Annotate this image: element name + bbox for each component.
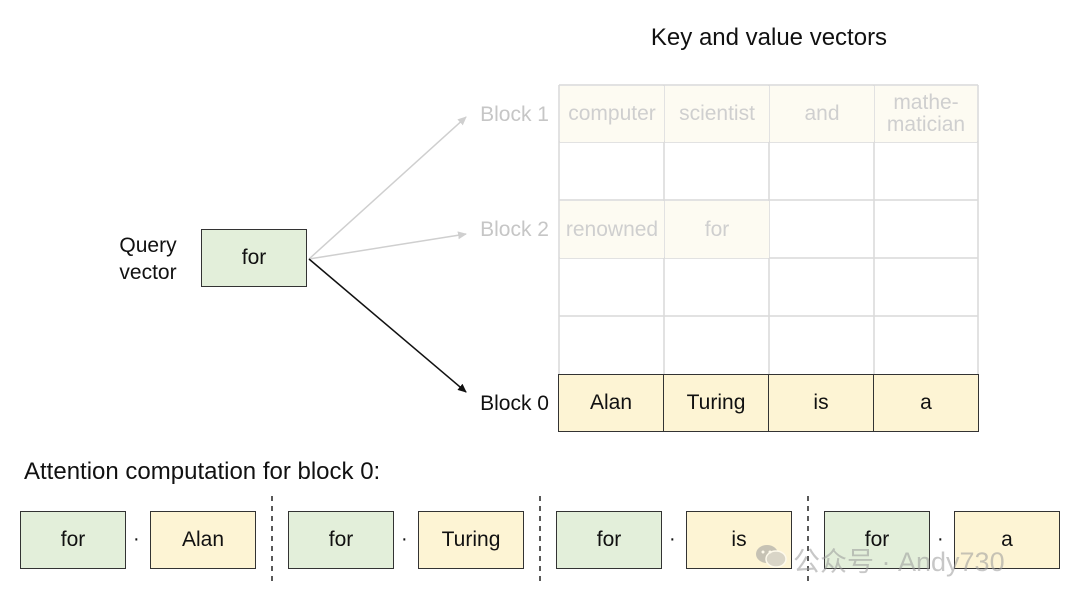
attention-key-box: Turing xyxy=(418,511,524,569)
key-value-grid: computer scientist and mathe- matician r… xyxy=(558,84,979,432)
attention-query-box: for xyxy=(288,511,394,569)
query-vector-label: Query vector xyxy=(119,234,177,284)
arrow-to-block-2 xyxy=(308,231,467,260)
attention-key-box: Alan xyxy=(150,511,256,569)
query-vector-box: for xyxy=(201,229,307,287)
block-1-cell: scientist xyxy=(665,86,769,142)
attention-key-box: a xyxy=(954,511,1060,569)
wechat-icon xyxy=(755,543,787,576)
block-1-label: Block 1 xyxy=(480,103,549,126)
attention-query-box: for xyxy=(20,511,126,569)
block-0-cell: Alan xyxy=(558,374,664,432)
arrow-to-block-0 xyxy=(308,258,467,393)
block-2-label: Block 2 xyxy=(480,218,549,241)
arrow-to-block-1 xyxy=(308,116,467,260)
block-1-cell: mathe- matician xyxy=(875,86,977,142)
block-1-cell: computer xyxy=(560,86,664,142)
block-2-cell: for xyxy=(665,201,769,258)
dot-product-operator: · xyxy=(937,528,944,550)
attention-query-box: for xyxy=(556,511,662,569)
attention-section-title: Attention computation for block 0: xyxy=(24,458,381,485)
block-0-label: Block 0 xyxy=(480,392,549,415)
block-0-cell: a xyxy=(873,374,979,432)
dot-product-operator: · xyxy=(669,528,676,550)
block-2-cell: renowned xyxy=(560,201,664,258)
block-0-cell: Turing xyxy=(663,374,769,432)
diagram-title: Key and value vectors xyxy=(650,24,888,51)
watermark: 公众号 · Andy730 xyxy=(755,540,1005,579)
grid-lines xyxy=(558,84,979,374)
attention-query-box: for xyxy=(824,511,930,569)
dot-product-operator: · xyxy=(401,528,408,550)
dot-product-operator: · xyxy=(133,528,140,550)
block-1-cell: and xyxy=(770,86,874,142)
watermark-text: 公众号 · Andy730 xyxy=(793,547,1005,577)
block-0-cell: is xyxy=(768,374,874,432)
